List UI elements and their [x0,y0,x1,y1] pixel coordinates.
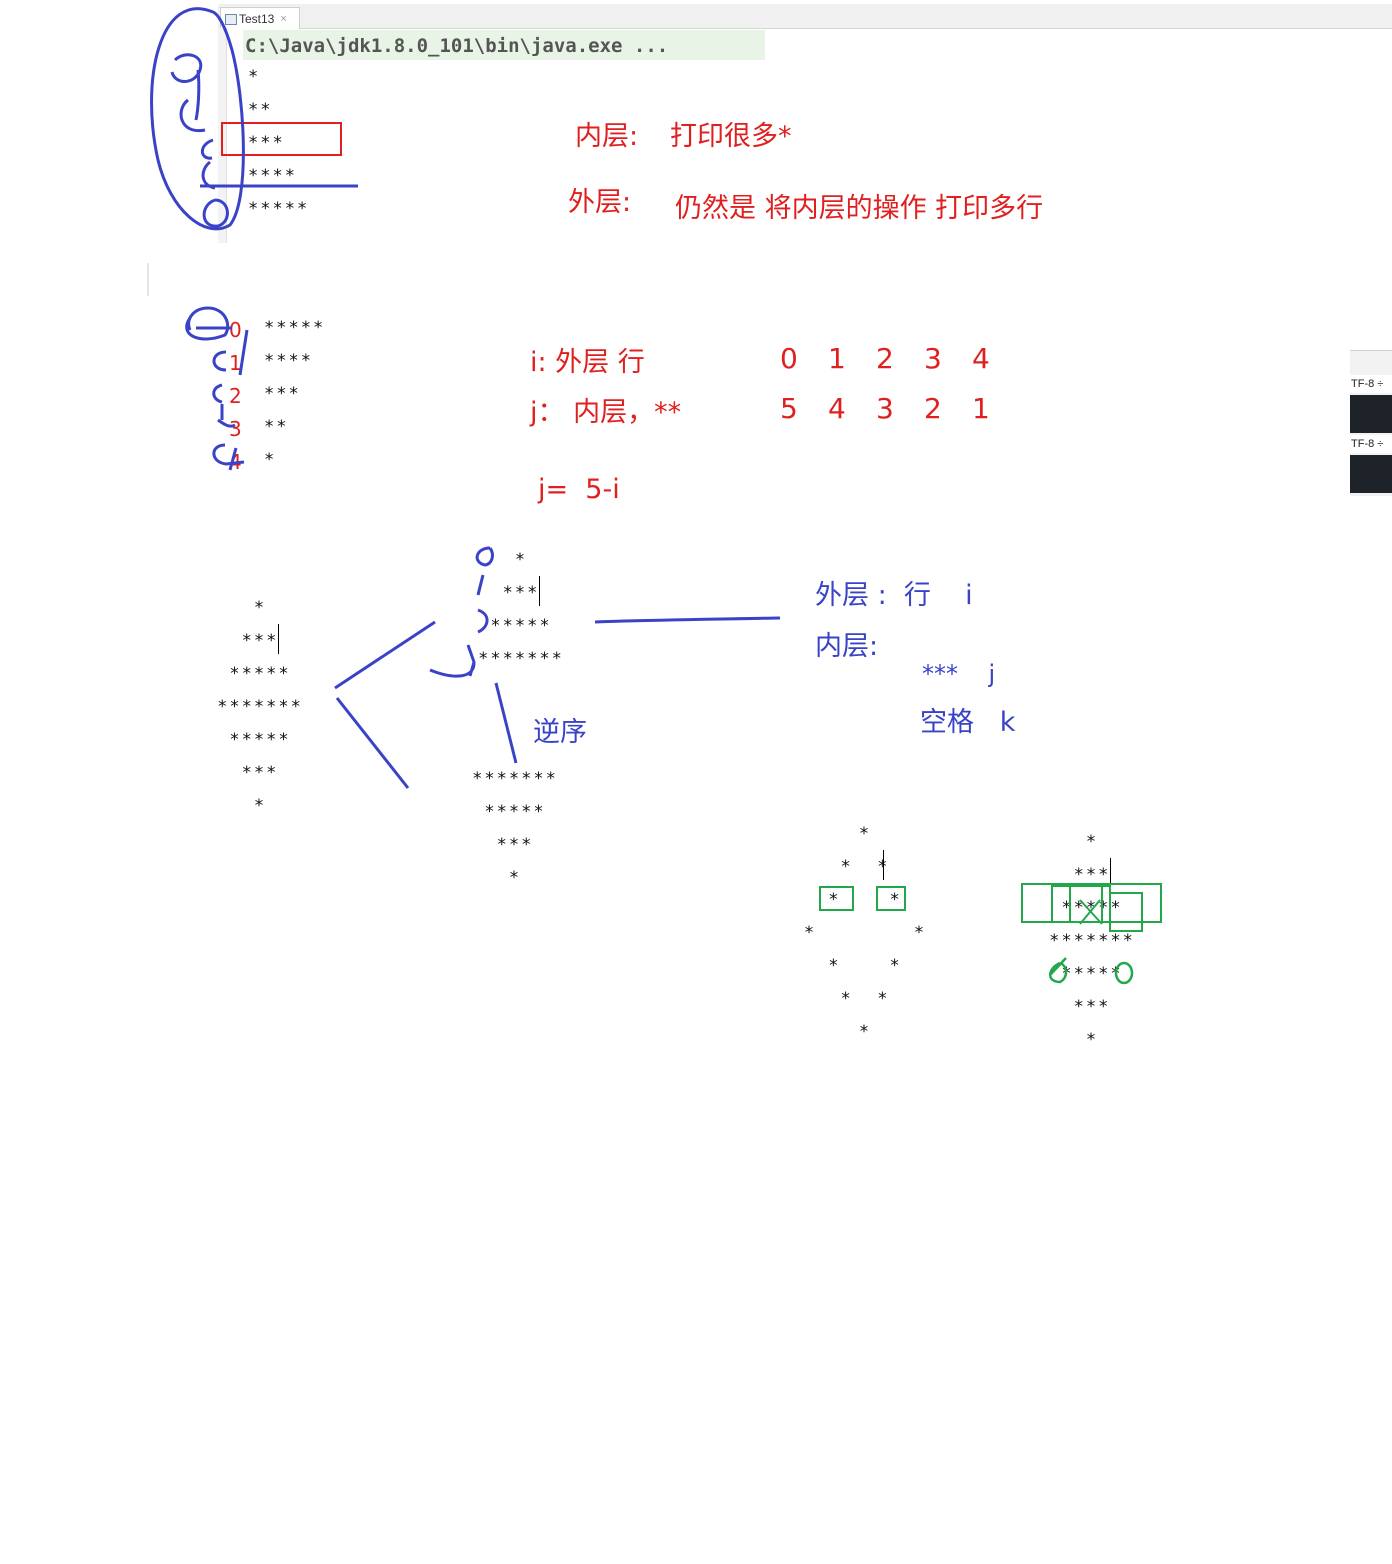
console-output-line: * [248,67,261,87]
index-scribble [212,383,223,404]
diamond-row: * [253,796,267,816]
digit-scribble [179,98,206,133]
reverse-triangle-row: *** [264,384,301,404]
hollow-diamond-row: * * [803,923,927,943]
note-j-inner: j： 内层，** [530,397,682,428]
reverse-triangle-row: ** [264,417,289,437]
i-value: 2 [876,342,894,375]
j-value: 4 [828,392,846,425]
top-half-row: ******* [478,649,564,669]
row-index: 0 [229,318,242,342]
right-diamond-row: ***** [1061,964,1123,984]
row-index: 1 [229,351,242,375]
dark-panel [1350,395,1392,433]
i-value: 1 [828,342,846,375]
text-caret [883,850,884,880]
top-half-row: *** [502,583,540,603]
diamond-row: ***** [229,730,291,750]
console-file-icon [225,14,237,25]
note-blue-stars: *** j [922,660,996,688]
console-command-line: C:\Java\jdk1.8.0_101\bin\java.exe ... [243,30,765,60]
note-outer-desc: 仍然是 将内层的操作 打印多行 [675,193,1044,224]
console-output-line: ***** [248,199,310,219]
hollow-diamond-row: * [858,1022,872,1042]
ellipse-scribble [150,7,245,231]
connector-line [335,697,410,789]
console-output-line: ** [248,100,273,120]
text-caret [278,624,279,654]
note-reverse: 逆序 [533,717,587,748]
tab-label: Test13 [239,11,275,26]
encoding-panel: TF-8 ÷ TF-8 ÷ [1350,350,1392,496]
text-caret [539,576,540,606]
index-scribble [476,574,485,596]
hollow-diamond-row: * * [828,890,902,910]
row-index: 2 [229,384,242,408]
encoding-select[interactable]: TF-8 ÷ [1350,435,1392,453]
bottom-half-row: * [508,868,522,888]
note-outer-layer: 外层: [568,187,632,218]
reverse-triangle-row: * [264,450,277,470]
hollow-diamond-row: * [858,824,872,844]
right-diamond-row: * [1085,832,1099,852]
console-gutter [218,28,227,243]
row-index: 4 [229,450,242,474]
i-value: 0 [780,342,798,375]
note-blue-spaces: 空格 k [920,707,1016,738]
note-i-outer: i: 外层 行 [530,347,645,378]
tab-test13[interactable]: Test13 × [220,7,300,29]
connector-line [334,620,436,690]
i-value: 4 [972,342,990,375]
dark-panel [1350,455,1392,493]
top-half-row: * [514,550,528,570]
top-half-row: ***** [490,616,552,636]
hollow-diamond-row: * * [828,956,902,976]
digit-scribble [170,53,203,121]
bottom-half-row: *** [496,835,534,855]
connector-line [594,616,781,624]
right-diamond-row: * [1085,1030,1099,1050]
index-scribble [185,306,232,341]
reverse-triangle-row: **** [264,351,313,371]
hollow-diamond-row: * * [840,857,890,877]
j-value: 2 [924,392,942,425]
connector-line [494,682,518,764]
note-blue-outer: 外层 : 行 i [815,580,973,611]
note-inner-desc: 打印很多* [670,121,792,152]
j-value: 1 [972,392,990,425]
right-diamond-row: ***** [1061,898,1123,918]
bottom-half-row: ******* [472,769,558,789]
note-blue-inner: 内层: [815,631,879,662]
encoding-select[interactable]: TF-8 ÷ [1350,375,1392,393]
console-output-line: *** [248,133,285,153]
diamond-row: ******* [217,697,303,717]
index-scribble [475,546,494,567]
diamond-row: *** [241,763,279,783]
right-diamond-row: *** [1073,997,1111,1017]
close-icon[interactable]: × [280,12,287,25]
text-caret [1110,858,1111,888]
console-output-line: **** [248,166,297,186]
i-value: 3 [924,342,942,375]
right-diamond-row: ******* [1049,931,1135,951]
diamond-row: *** [241,631,279,651]
digit-scribble [200,138,214,160]
note-inner-layer: 内层: [575,121,639,152]
diamond-row: ***** [229,664,291,684]
row-index: 3 [229,417,242,441]
hollow-diamond-row: * * [840,989,890,1009]
j-value: 5 [780,392,798,425]
note-formula: j= 5-i [538,474,620,505]
bottom-half-row: ***** [484,802,546,822]
diamond-row: * [253,598,267,618]
right-diamond-row: *** [1073,865,1111,885]
reverse-triangle-row: ***** [264,318,326,338]
j-value: 3 [876,392,894,425]
console-tab-bar: Test13 × [218,4,1392,29]
